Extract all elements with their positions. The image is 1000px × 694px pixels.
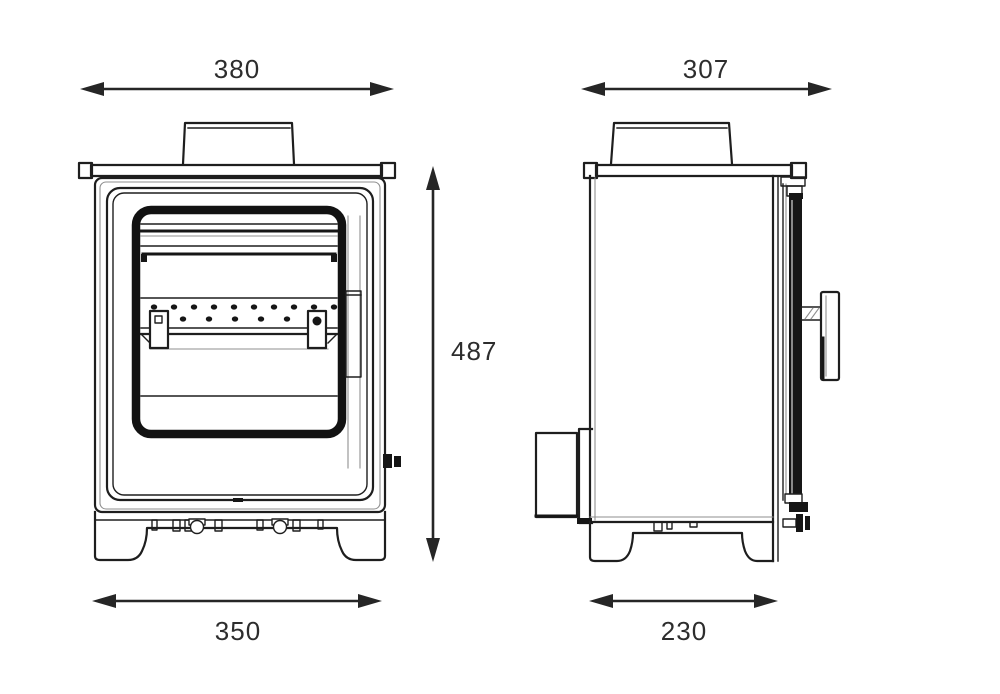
top-plate bbox=[77, 161, 397, 180]
stove-door bbox=[105, 186, 375, 502]
arrowhead-right-icon bbox=[370, 82, 394, 96]
rear-outlet-box bbox=[534, 427, 594, 525]
door-latch bbox=[383, 454, 401, 468]
arrowhead-right-icon bbox=[754, 594, 778, 608]
arrowhead-up-icon bbox=[426, 166, 440, 190]
door-latch-side bbox=[782, 514, 810, 532]
arrowhead-right-icon bbox=[358, 594, 382, 608]
top-plate-side bbox=[582, 161, 808, 180]
dimension-side-bottom-depth: 230 bbox=[589, 594, 778, 646]
arrowhead-left-icon bbox=[92, 594, 116, 608]
arrowhead-left-icon bbox=[589, 594, 613, 608]
front-view bbox=[77, 121, 401, 562]
dimension-overall-height: 487 bbox=[426, 166, 497, 562]
glass-channel-right bbox=[345, 215, 362, 469]
door-profile-side bbox=[782, 183, 802, 502]
glass-window-frame bbox=[131, 205, 347, 439]
stove-body-side bbox=[588, 174, 779, 563]
air-holes-bottom-row bbox=[179, 316, 317, 322]
base-legs-front bbox=[93, 510, 387, 562]
arrowhead-left-icon bbox=[80, 82, 104, 96]
dim-label-side-top: 307 bbox=[683, 54, 729, 84]
door-bottom-notch bbox=[233, 498, 243, 502]
baffle-plates bbox=[139, 223, 339, 262]
arrowhead-down-icon bbox=[426, 538, 440, 562]
door-hinge-top bbox=[780, 176, 806, 199]
door-handle bbox=[800, 290, 841, 382]
air-holes-top-row bbox=[150, 304, 338, 310]
dimension-front-top-width: 380 bbox=[80, 54, 394, 96]
door-hinge-bottom bbox=[784, 493, 808, 512]
air-hole-band bbox=[139, 297, 339, 350]
stove-body bbox=[93, 176, 387, 514]
base-tabs bbox=[151, 519, 324, 532]
dim-label-front-top: 380 bbox=[214, 54, 260, 84]
dim-label-front-bottom: 350 bbox=[215, 616, 261, 646]
flue-collar-side bbox=[609, 121, 734, 166]
base-bolt-left bbox=[188, 518, 206, 535]
arrowhead-right-icon bbox=[808, 82, 832, 96]
dimension-front-bottom-width: 350 bbox=[92, 594, 382, 646]
base-legs-side bbox=[588, 520, 775, 563]
dim-label-height: 487 bbox=[451, 336, 497, 366]
flue-collar bbox=[181, 121, 296, 166]
dim-label-side-bottom: 230 bbox=[661, 616, 707, 646]
arrowhead-left-icon bbox=[581, 82, 605, 96]
log-retainer-clips bbox=[148, 309, 328, 350]
side-view bbox=[534, 121, 841, 563]
dimension-side-top-depth: 307 bbox=[581, 54, 832, 96]
base-bolt-right bbox=[271, 518, 289, 535]
